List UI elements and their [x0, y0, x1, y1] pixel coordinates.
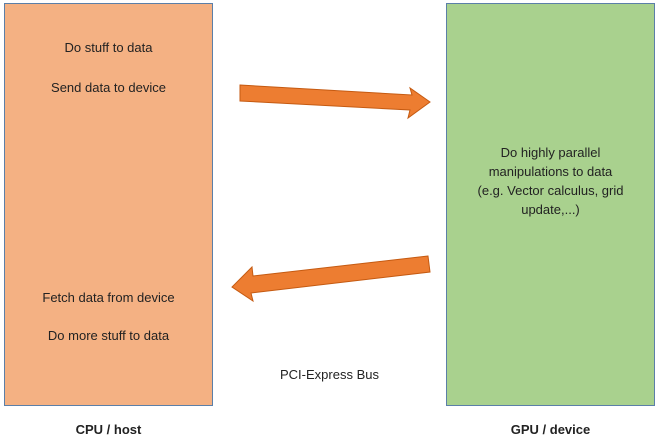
cpu-step-do-more-stuff: Do more stuff to data: [47, 328, 170, 343]
gpu-text-line: Do highly parallel: [500, 145, 601, 160]
gpu-text-line: update,...): [521, 202, 580, 217]
gpu-step-description: Do highly parallel manipulations to data…: [446, 143, 655, 219]
send-to-device-arrow: [239, 84, 431, 120]
gpu-text-line: manipulations to data: [488, 164, 613, 179]
gpu-device-caption: GPU / device: [510, 422, 591, 437]
cpu-step-fetch-data: Fetch data from device: [42, 290, 175, 305]
cpu-host-block: [4, 3, 213, 406]
gpu-text-line: (e.g. Vector calculus, grid: [477, 183, 624, 198]
cpu-host-caption: CPU / host: [75, 422, 142, 437]
fetch-from-device-arrow: [231, 255, 431, 303]
pci-express-bus-label: PCI-Express Bus: [280, 367, 379, 382]
cpu-step-send-data: Send data to device: [51, 80, 166, 95]
gpu-device-block: [446, 3, 655, 406]
cpu-step-do-stuff: Do stuff to data: [64, 40, 153, 55]
